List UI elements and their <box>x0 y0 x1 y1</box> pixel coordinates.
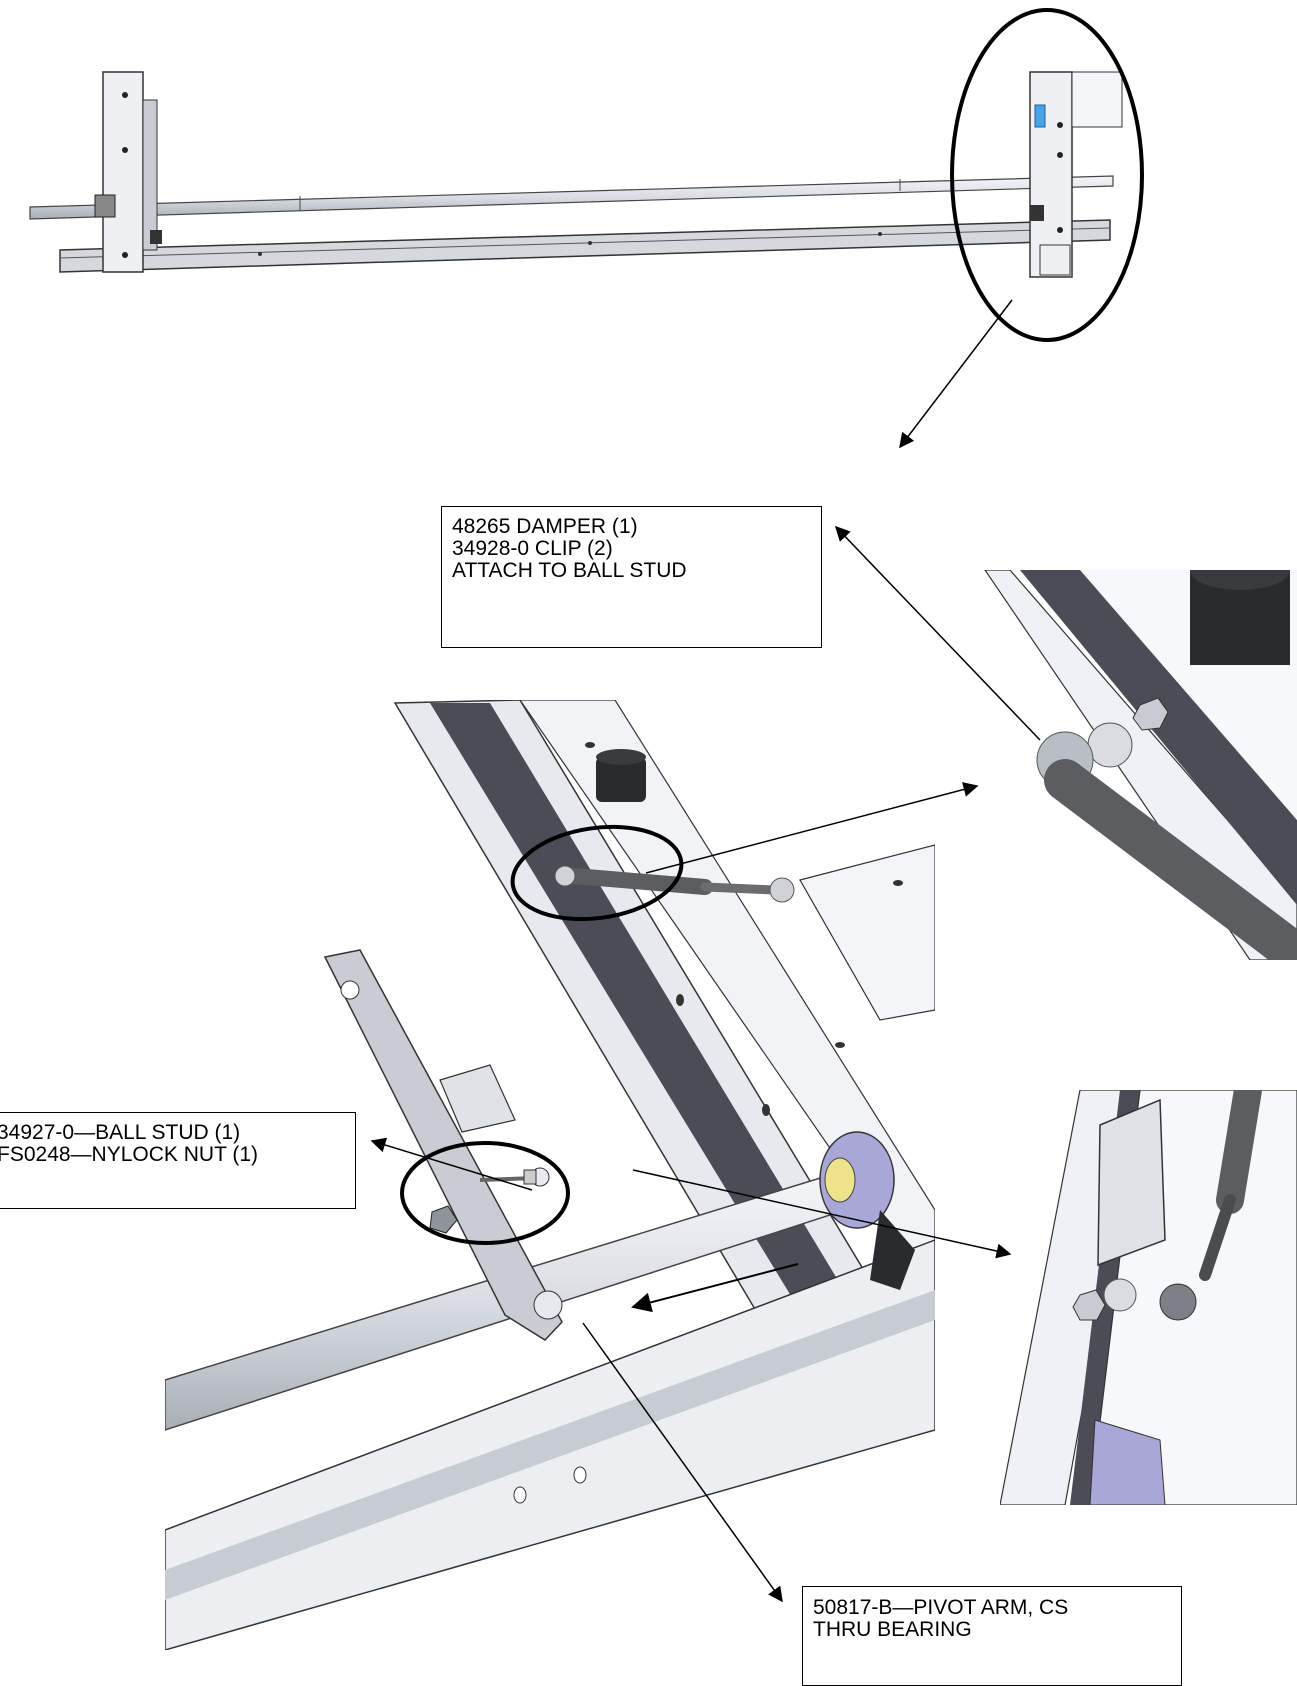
zoom-view-ball-stud <box>1000 1090 1297 1505</box>
callout-ball-stud-line-2: FS0248—NYLOCK NUT (1) <box>0 1143 259 1166</box>
leader-arrow-overview <box>899 299 1013 449</box>
leader-ball-stud-zoom <box>632 1169 1012 1259</box>
callout-pivot-arm-line-1: 50817-B—PIVOT ARM, CS <box>813 1596 1069 1619</box>
callout-pivot-arm-line-2: THRU BEARING <box>813 1618 972 1641</box>
ball-stud-highlight-ellipse <box>400 1141 570 1245</box>
callout-damper: 48265 DAMPER (1) 34928-0 CLIP (2) ATTACH… <box>441 506 822 648</box>
leader-pivot-arm-callout <box>582 1322 783 1603</box>
callout-ball-stud-line-1: 34927-0—BALL STUD (1) <box>0 1121 241 1144</box>
detail-highlight-ellipse <box>950 8 1144 342</box>
leader-ball-stud-callout <box>370 1137 533 1191</box>
damper-highlight-ellipse <box>510 824 684 922</box>
zoom-view-damper <box>970 570 1297 960</box>
main-detail-view <box>165 700 935 1650</box>
callout-damper-line-1: 48265 DAMPER (1) <box>452 515 638 538</box>
overview-frame-view <box>29 71 1123 278</box>
leader-damper-zoom <box>645 782 979 874</box>
callout-pivot-arm: 50817-B—PIVOT ARM, CS THRU BEARING <box>802 1586 1182 1686</box>
callout-damper-line-2: 34928-0 CLIP (2) <box>452 537 613 560</box>
callout-ball-stud: 34927-0—BALL STUD (1) FS0248—NYLOCK NUT … <box>0 1112 356 1209</box>
callout-damper-line-3: ATTACH TO BALL STUD <box>452 559 687 582</box>
leader-damper-callout <box>834 525 1041 741</box>
